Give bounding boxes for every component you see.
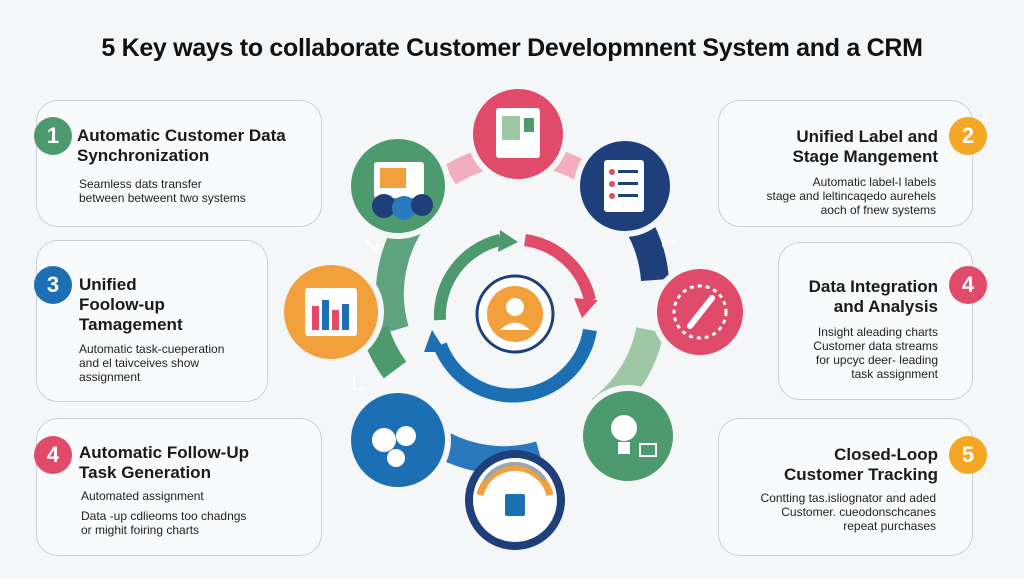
- card-auto-follow-up-task: Automatic Follow-Up Task Generation Auto…: [36, 418, 322, 556]
- card-text-line: Customer. cueodonschcanes: [781, 505, 936, 519]
- card-text-line: Automatic label-l labels: [812, 175, 936, 189]
- icon-detail: [372, 194, 396, 218]
- card-title-line: Closed-Loop: [834, 445, 938, 464]
- card-text-line: Contting tas.isliognator and aded: [760, 491, 936, 505]
- card-customer-data-sync: Automatic Customer Data Synchronization …: [36, 100, 322, 227]
- card-title-line: Automatic Customer Data: [77, 126, 286, 145]
- card-title: Automatic Customer Data Synchronization: [77, 126, 286, 166]
- card-text-line: stage and leltincaqedo aurehels: [766, 189, 936, 203]
- card-text-line: Customer data streams: [813, 339, 938, 353]
- icon-detail: [332, 310, 339, 330]
- card-data-integration: Data Integration and Analysis Insight al…: [778, 242, 973, 400]
- card-text-line: aoch of fnew systems: [820, 203, 936, 217]
- badge-3: 3: [34, 266, 72, 304]
- card-text: Automated assignment Data -up cdlieoms t…: [81, 489, 246, 537]
- card-text: Automatic label-l labels stage and lelti…: [767, 175, 936, 217]
- card-text-line: Insight aleading charts: [817, 325, 938, 339]
- icon-detail: [502, 116, 520, 140]
- cycle-arrow-blue: [433, 328, 597, 403]
- gauge-icon: [476, 463, 554, 496]
- icon-detail: [618, 182, 638, 185]
- icon-detail: [609, 169, 615, 175]
- center-person-body: [500, 322, 530, 330]
- icon-detail: [618, 194, 638, 197]
- card-title: Unified Foolow-up Tamagement: [79, 275, 183, 335]
- icon-detail: [387, 449, 405, 467]
- card-text: Automatic task-cueperation and el taivce…: [79, 342, 224, 384]
- card-title-line: Synchronization: [77, 146, 210, 165]
- icon-detail: [618, 170, 638, 173]
- card-title-line: Stage Mangement: [792, 147, 938, 166]
- card-title-line: and Analysis: [833, 297, 938, 316]
- icon-detail: [687, 295, 715, 329]
- icon-detail: [322, 300, 329, 330]
- icon-detail: [392, 196, 416, 220]
- badge-4-right: 4: [949, 266, 987, 304]
- icon-detail: [524, 118, 534, 132]
- card-text-line: for upcyc deer- leading: [815, 353, 938, 367]
- card-title-line: Data Integration: [808, 277, 938, 296]
- cycle-arrowhead: [498, 230, 518, 252]
- team-gear-icon: [372, 428, 396, 452]
- card-title-line: Task Generation: [79, 463, 211, 482]
- cycle-arrow-red: [523, 234, 596, 302]
- card-text-line: or mighit foiring charts: [81, 523, 200, 537]
- card-title-line: Tamagement: [79, 315, 183, 334]
- card-title: Automatic Follow-Up Task Generation: [79, 443, 249, 483]
- card-title-line: Unified: [79, 275, 137, 294]
- card-text-line: Automatic task-cueperation: [79, 342, 225, 356]
- card-text: Insight aleading charts Customer data st…: [813, 325, 938, 381]
- card-title: Unified Label and Stage Mangement: [793, 127, 938, 167]
- card-text-line: repeat purchases: [843, 519, 936, 533]
- icon-detail: [396, 426, 416, 446]
- icon-detail: [639, 443, 657, 457]
- cycle-arrowhead: [574, 298, 598, 318]
- card-title: Closed-Loop Customer Tracking: [784, 445, 938, 485]
- card-title-line: Customer Tracking: [784, 465, 938, 484]
- card-text-line: assignment: [79, 370, 141, 384]
- card-text-line: Seamless dats transfer: [79, 177, 202, 191]
- icon-detail: [312, 306, 319, 330]
- badge-5: 5: [949, 436, 987, 474]
- chevron-icon: ∟: [350, 373, 368, 398]
- icon-detail: [411, 194, 433, 216]
- icon-detail: [483, 461, 547, 482]
- icon-detail: [618, 442, 630, 454]
- cycle-arrow-green: [433, 234, 502, 321]
- page-title: 5 Key ways to collaborate Customer Devel…: [101, 34, 923, 62]
- chevron-icon: ⌐: [660, 231, 678, 256]
- card-text-line: Automated assignment: [81, 489, 204, 503]
- pen-circle-icon: [672, 284, 728, 340]
- card-unified-follow-up: Unified Foolow-up Tamagement Automatic t…: [36, 240, 268, 402]
- cycle-arrowhead: [424, 330, 446, 352]
- center-person-head: [506, 298, 524, 316]
- badge-2: 2: [949, 117, 987, 155]
- card-unified-label-stage: Unified Label and Stage Mangement Automa…: [718, 100, 973, 227]
- icon-detail: [380, 168, 406, 188]
- chevron-icon: ↘: [362, 233, 380, 258]
- badge-1: 1: [34, 117, 72, 155]
- card-title-line: Foolow-up: [79, 295, 165, 314]
- icon-detail: [342, 304, 349, 330]
- card-title: Data Integration and Analysis: [809, 277, 938, 317]
- icon-detail: [609, 193, 615, 199]
- card-text-line: Data -up cdlieoms too chadngs: [81, 509, 247, 523]
- icon-detail: [505, 494, 525, 516]
- lightbulb-icon: [611, 415, 637, 441]
- card-title-line: Unified Label and: [796, 127, 938, 146]
- card-closed-loop: Closed-Loop Customer Tracking Contting t…: [718, 418, 973, 556]
- card-title-line: Automatic Follow-Up: [79, 443, 249, 462]
- card-text-line: and el taivceives show: [79, 356, 200, 370]
- card-text: Contting tas.isliognator and aded Custom…: [761, 491, 936, 533]
- badge-4-left: 4: [34, 436, 72, 474]
- card-text: Seamless dats transfer between betweent …: [79, 177, 246, 205]
- icon-detail: [609, 181, 615, 187]
- card-text-line: between betweent two systems: [79, 191, 246, 205]
- card-text-line: task assignment: [851, 367, 938, 381]
